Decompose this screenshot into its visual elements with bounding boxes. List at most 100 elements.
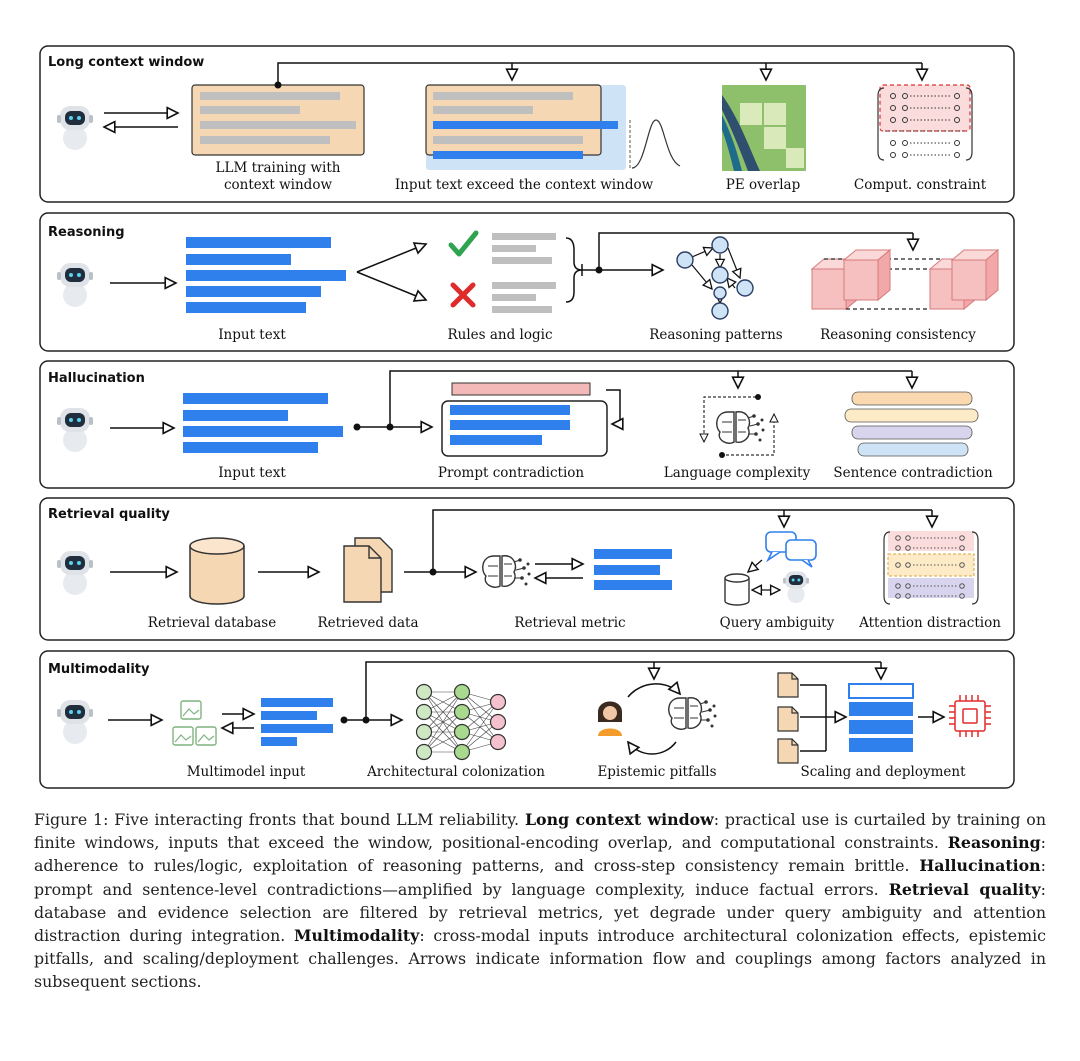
node-label: context window [224, 177, 332, 193]
panel-hallucination: Hallucination [48, 370, 993, 481]
caption-text: : adherence to rules/logic, exploitation… [34, 833, 1046, 876]
caption-text: : practical use is curtailed by training… [34, 810, 1046, 853]
node-label: Retrieval database [148, 615, 276, 631]
network-node [453, 743, 471, 761]
cross-icon [450, 282, 476, 308]
check-icon [448, 230, 479, 257]
chip-icon [949, 695, 991, 737]
node-label: Attention distraction [858, 615, 1001, 631]
node-label: Multimodel input [187, 764, 306, 780]
panel-multimodality: Multimodality [48, 661, 991, 780]
reasoning-graph [676, 236, 754, 320]
caption-text: : prompt and sentence-level contradictio… [34, 856, 1046, 899]
language-complexity-icon [699, 394, 779, 458]
node-label: Comput. constraint [854, 177, 987, 193]
node-label: Input text [218, 327, 286, 343]
query-ambiguity-icon [724, 531, 817, 606]
brain-icon [668, 697, 718, 730]
panel-retrieval: Retrieval quality [48, 507, 1001, 631]
panel-title: Multimodality [48, 662, 150, 677]
image-icons [172, 700, 217, 746]
network-node [453, 723, 471, 741]
network-node [489, 733, 507, 751]
node-label: Scaling and deployment [800, 764, 966, 780]
caption-term: Retrieval quality [888, 879, 1041, 899]
node-label: Reasoning consistency [820, 327, 976, 343]
retrieved-text-lines [594, 549, 672, 590]
node-label: Sentence contradiction [833, 465, 993, 481]
network-node [415, 723, 433, 741]
panel-long-context: Long context window [48, 55, 987, 193]
caption-term: Multimodality [294, 926, 420, 946]
network-edge [423, 691, 463, 753]
network-edge [423, 711, 463, 753]
pe-overlap-map [722, 85, 806, 171]
robot-icon [57, 408, 93, 452]
node-label: Input text [218, 465, 286, 481]
caption-term: Reasoning [947, 833, 1041, 853]
node-label: Reasoning patterns [649, 327, 783, 343]
person-icon [598, 701, 622, 736]
multimodal-text-lines [261, 698, 333, 746]
caption-text: : cross-modal inputs introduce architect… [34, 926, 1046, 992]
node-label: Language complexity [664, 465, 811, 481]
panel-title: Hallucination [48, 371, 145, 386]
panel-hallucination-frame [39, 360, 1015, 489]
network-edge [461, 701, 499, 753]
caption-term: Hallucination [919, 856, 1041, 876]
network-node [453, 703, 471, 721]
node-label: Epistemic pitfalls [597, 764, 716, 780]
node-label: Retrieved data [317, 615, 418, 631]
attention-matrix [883, 531, 979, 605]
network-node [489, 713, 507, 731]
robot-icon [57, 106, 93, 150]
network-node [415, 743, 433, 761]
exceed-window-block [425, 84, 681, 170]
node-label: Prompt contradiction [438, 465, 585, 481]
database-icon [189, 537, 245, 605]
robot-icon [57, 700, 93, 744]
figure-caption: Figure 1: Five interacting fronts that b… [34, 808, 1046, 994]
panel-multimodality-frame [39, 650, 1015, 789]
compute-constraint-matrix [877, 84, 973, 161]
caption-term: Long context window [524, 810, 714, 829]
node-label: LLM training with [216, 160, 341, 176]
caption-text: : database and evidence selection are fi… [34, 879, 1046, 946]
node-label: Rules and logic [447, 327, 552, 343]
input-text-lines [183, 393, 343, 453]
network-node [415, 703, 433, 721]
sentence-stack [844, 391, 979, 457]
documents-icon [343, 537, 393, 603]
network-node [415, 683, 433, 701]
panel-long-context-frame [39, 45, 1015, 203]
prompt-contradiction-block [441, 382, 620, 457]
panel-title: Reasoning [48, 225, 125, 240]
node-label: PE overlap [726, 177, 800, 193]
network-edge [423, 691, 463, 733]
robot-icon [57, 551, 93, 595]
panel-title: Long context window [48, 55, 204, 70]
panel-title: Retrieval quality [48, 507, 170, 522]
robot-icon [783, 571, 809, 604]
figure-diagram: Long context window [39, 45, 1015, 789]
node-label: Retrieval metric [514, 615, 625, 631]
panel-frames [39, 45, 1015, 789]
network-node [489, 693, 507, 711]
brain-icon [482, 555, 532, 588]
robot-icon [57, 263, 93, 307]
scaling-deployment-icon [777, 672, 991, 764]
brain-icon [716, 411, 766, 444]
node-label: Architectural colonization [366, 764, 545, 780]
network-node [453, 683, 471, 701]
node-label: Query ambiguity [720, 615, 835, 631]
panel-reasoning: Reasoning [48, 225, 999, 343]
epistemic-loop [598, 684, 718, 754]
panel-reasoning-frame [39, 212, 1015, 352]
node-label: Input text exceed the context window [395, 177, 654, 193]
panel-retrieval-frame [39, 497, 1015, 641]
caption-text: Figure 1: Five interacting fronts that b… [34, 810, 525, 829]
consistency-cubes [811, 249, 999, 310]
training-window-block [191, 84, 365, 156]
input-text-lines [186, 237, 346, 313]
neural-network-icon [415, 683, 507, 761]
